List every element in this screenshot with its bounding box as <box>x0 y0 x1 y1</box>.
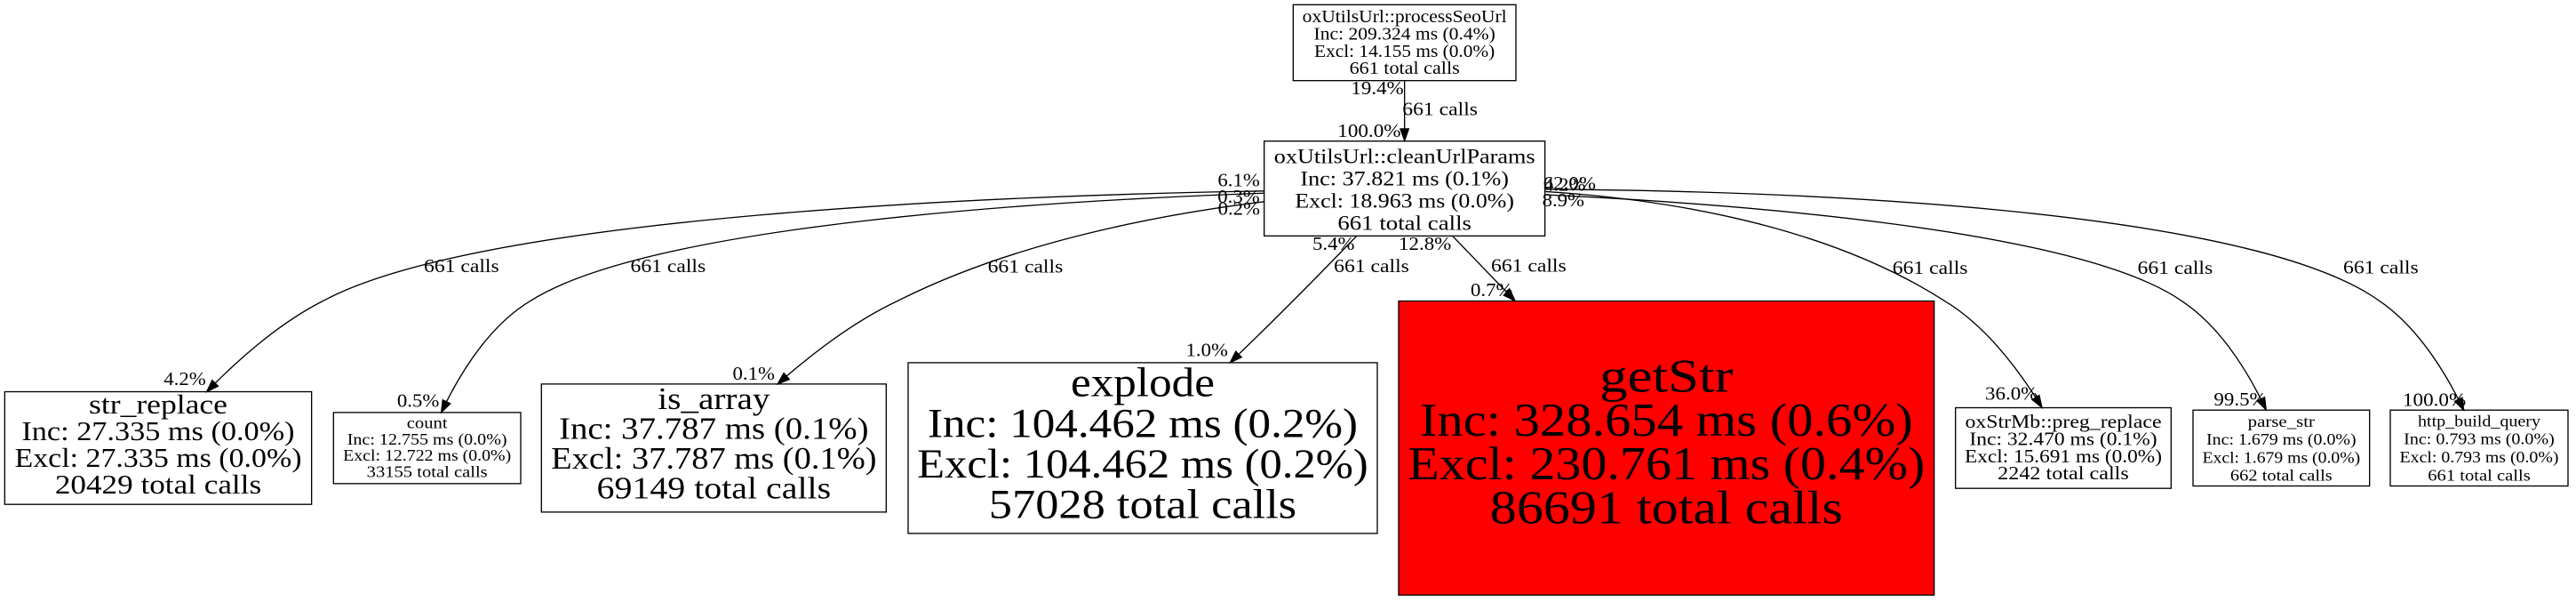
svg-text:Inc: 37.821 ms (0.1%): Inc: 37.821 ms (0.1%) <box>1300 167 1509 190</box>
svg-text:100.0%: 100.0% <box>1337 120 1400 141</box>
svg-text:661 total calls: 661 total calls <box>1337 212 1471 235</box>
svg-text:0.5%: 0.5% <box>397 389 439 411</box>
svg-text:0.2%: 0.2% <box>1218 198 1260 220</box>
svg-text:Excl: 0.793 ms (0.0%): Excl: 0.793 ms (0.0%) <box>2400 448 2559 467</box>
svg-text:5.4%: 5.4% <box>1312 233 1354 254</box>
svg-text:Inc: 328.654 ms (0.6%): Inc: 328.654 ms (0.6%) <box>1420 395 1913 446</box>
svg-text:661 calls: 661 calls <box>1334 255 1409 277</box>
svg-text:661 calls: 661 calls <box>1893 257 1968 278</box>
svg-text:Inc: 1.679 ms (0.0%): Inc: 1.679 ms (0.0%) <box>2206 430 2357 449</box>
svg-text:Excl: 104.462 ms (0.2%): Excl: 104.462 ms (0.2%) <box>917 442 1368 487</box>
svg-text:661 calls: 661 calls <box>631 255 706 277</box>
svg-text:count: count <box>407 414 448 432</box>
svg-text:661 calls: 661 calls <box>1402 99 1478 120</box>
svg-text:Excl: 15.691 ms (0.0%): Excl: 15.691 ms (0.0%) <box>1965 445 2162 467</box>
svg-text:Excl: 27.335 ms (0.0%): Excl: 27.335 ms (0.0%) <box>15 442 302 473</box>
svg-text:Excl: 230.761 ms (0.4%): Excl: 230.761 ms (0.4%) <box>1408 438 1925 490</box>
svg-text:57028 total calls: 57028 total calls <box>989 483 1296 528</box>
svg-text:Inc: 27.335 ms (0.0%): Inc: 27.335 ms (0.0%) <box>21 415 294 446</box>
svg-text:Inc: 37.787 ms (0.1%): Inc: 37.787 ms (0.1%) <box>559 412 869 446</box>
svg-text:12.8%: 12.8% <box>1399 233 1451 254</box>
svg-text:Excl: 37.787 ms (0.1%): Excl: 37.787 ms (0.1%) <box>551 441 876 476</box>
svg-text:86691 total calls: 86691 total calls <box>1490 482 1843 534</box>
svg-text:oxUtilsUrl::cleanUrlParams: oxUtilsUrl::cleanUrlParams <box>1274 145 1535 168</box>
svg-text:36.0%: 36.0% <box>1985 383 2038 405</box>
svg-text:19.4%: 19.4% <box>1351 77 1403 99</box>
svg-text:661 total calls: 661 total calls <box>1350 60 1460 78</box>
svg-text:oxUtilsUrl::processSeoUrl: oxUtilsUrl::processSeoUrl <box>1303 8 1508 27</box>
svg-text:parse_str: parse_str <box>2248 413 2315 430</box>
svg-text:100.0%: 100.0% <box>2403 389 2466 410</box>
svg-text:6.1%: 6.1% <box>1217 170 1259 191</box>
svg-text:661 total calls: 661 total calls <box>2428 466 2531 484</box>
svg-text:99.5%: 99.5% <box>2213 389 2266 410</box>
svg-text:33155 total calls: 33155 total calls <box>367 462 488 480</box>
svg-text:20429 total calls: 20429 total calls <box>55 469 261 500</box>
svg-text:Inc: 209.324 ms (0.4%): Inc: 209.324 ms (0.4%) <box>1314 26 1495 44</box>
svg-text:661 calls: 661 calls <box>424 255 499 277</box>
svg-text:4.2%: 4.2% <box>163 368 205 389</box>
svg-text:explode: explode <box>1071 361 1215 406</box>
svg-text:1.0%: 1.0% <box>1186 339 1228 360</box>
svg-text:661 calls: 661 calls <box>988 255 1064 277</box>
svg-text:69149 total calls: 69149 total calls <box>597 471 832 506</box>
svg-text:662 total calls: 662 total calls <box>2230 466 2333 484</box>
svg-text:Inc: 12.755 ms (0.0%): Inc: 12.755 ms (0.0%) <box>347 430 507 449</box>
svg-text:http_build_query: http_build_query <box>2418 412 2541 429</box>
svg-text:oxStrMb::preg_replace: oxStrMb::preg_replace <box>1965 411 2161 432</box>
svg-text:getStr: getStr <box>1599 351 1734 403</box>
svg-text:Inc: 32.470 ms (0.1%): Inc: 32.470 ms (0.1%) <box>1969 428 2157 449</box>
svg-text:Excl: 12.722 ms (0.0%): Excl: 12.722 ms (0.0%) <box>343 446 511 465</box>
svg-text:0.1%: 0.1% <box>733 363 775 384</box>
svg-text:Excl: 14.155 ms (0.0%): Excl: 14.155 ms (0.0%) <box>1314 43 1495 61</box>
svg-text:8.9%: 8.9% <box>1543 189 1584 211</box>
svg-text:661 calls: 661 calls <box>2138 257 2213 278</box>
svg-text:4.2%: 4.2% <box>1543 174 1585 196</box>
svg-text:661 calls: 661 calls <box>1491 255 1567 277</box>
svg-text:661 calls: 661 calls <box>2343 257 2419 278</box>
svg-text:Inc: 104.462 ms (0.2%): Inc: 104.462 ms (0.2%) <box>928 401 1358 446</box>
svg-text:2242 total calls: 2242 total calls <box>1998 462 2129 484</box>
svg-text:Excl: 1.679 ms (0.0%): Excl: 1.679 ms (0.0%) <box>2202 448 2360 467</box>
svg-text:Excl: 18.963 ms (0.0%): Excl: 18.963 ms (0.0%) <box>1295 189 1514 213</box>
svg-text:is_array: is_array <box>658 381 770 416</box>
svg-text:0.7%: 0.7% <box>1471 279 1512 301</box>
svg-text:str_replace: str_replace <box>89 389 227 420</box>
svg-text:Inc: 0.793 ms (0.0%): Inc: 0.793 ms (0.0%) <box>2404 430 2555 449</box>
svg-text:0.3%: 0.3% <box>1217 186 1259 207</box>
svg-text:62.0%: 62.0% <box>1543 173 1596 194</box>
